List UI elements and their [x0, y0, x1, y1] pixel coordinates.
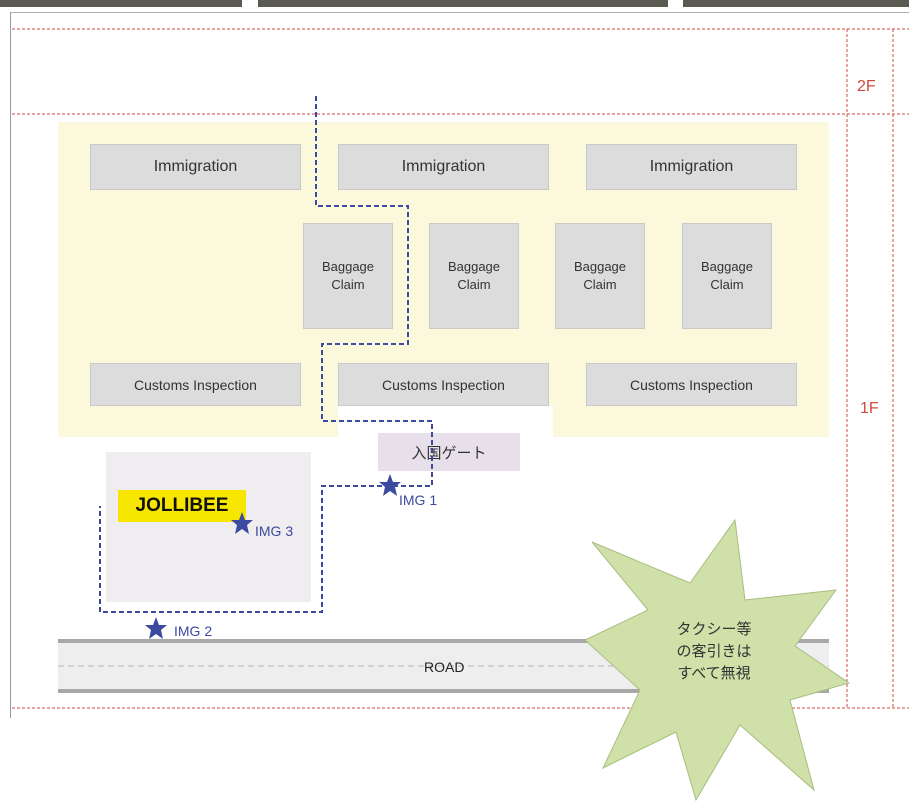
arrival-gate: 入国ゲート [378, 433, 520, 471]
photo-point-label-1: IMG 1 [399, 492, 438, 508]
top-photo-strip-middle [258, 0, 668, 7]
floor-label-2f: 2F [857, 78, 876, 95]
map-frame [10, 12, 909, 718]
photo-point-star-1 [379, 474, 401, 496]
baggage-claim-2: Baggage Claim [429, 223, 519, 329]
immigration-booth-2: Immigration [338, 144, 549, 190]
photo-point-star-3 [231, 512, 253, 534]
immigration-booth-3: Immigration [586, 144, 797, 190]
immigration-booth-1: Immigration [90, 144, 301, 190]
customs-inspection-2: Customs Inspection [338, 363, 549, 406]
floor-label-1f: 1F [860, 400, 879, 417]
shop-area [106, 452, 311, 602]
photo-point-star-2 [145, 617, 167, 639]
walking-route [99, 96, 433, 613]
photo-point-label-2: IMG 2 [174, 623, 213, 639]
top-photo-strip-right [683, 0, 909, 7]
road-label: ROAD [424, 659, 465, 675]
customs-inspection-1: Customs Inspection [90, 363, 301, 406]
baggage-claim-3: Baggage Claim [555, 223, 645, 329]
top-photo-strip-left [0, 0, 242, 7]
baggage-claim-1: Baggage Claim [303, 223, 393, 329]
warning-burst [584, 518, 851, 802]
photo-point-label-3: IMG 3 [255, 523, 294, 539]
customs-inspection-3: Customs Inspection [586, 363, 797, 406]
jollibee-sign: JOLLIBEE [118, 490, 246, 522]
warning-text: タクシー等 の客引きは すべて無視 [676, 620, 752, 682]
baggage-claim-4: Baggage Claim [682, 223, 772, 329]
